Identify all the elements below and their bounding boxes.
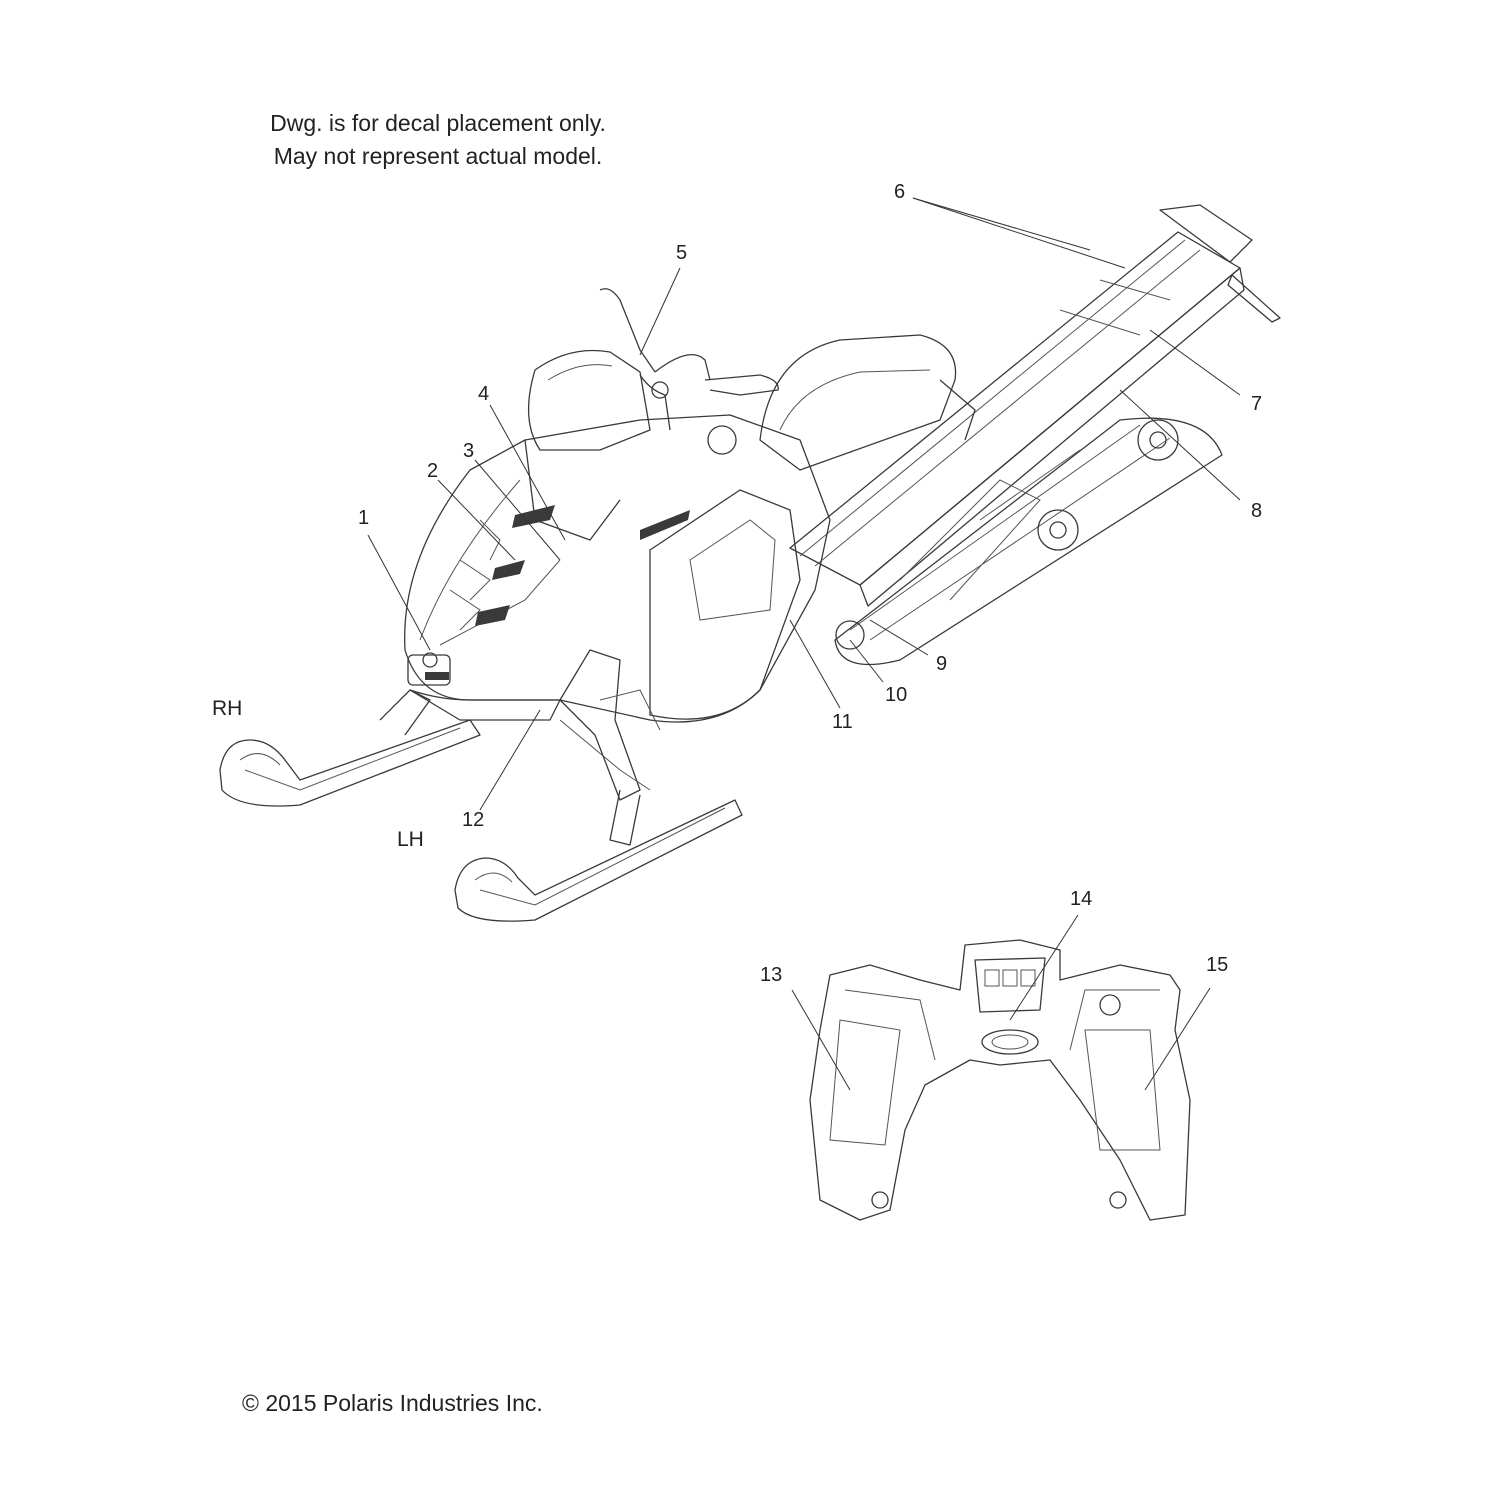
lh-ski: [454, 799, 743, 922]
handlebars: [599, 288, 779, 431]
callout-8: 8: [1251, 500, 1263, 522]
lh-label: LH: [397, 828, 424, 851]
front-suspension: [559, 649, 661, 846]
callout-12: 12: [462, 809, 485, 831]
track: [834, 417, 1223, 666]
callout-15: 15: [1206, 954, 1229, 976]
callout-14: 14: [1070, 888, 1093, 910]
drawing-note-line-1: Dwg. is for decal placement only.: [270, 110, 606, 136]
callout-13: 13: [760, 964, 783, 986]
tunnel: [789, 204, 1281, 607]
callout-6: 6: [894, 181, 906, 203]
callout-3: 3: [463, 440, 475, 462]
callout-10: 10: [885, 684, 908, 706]
rear-panel-detail: [809, 939, 1191, 1221]
callout-9: 9: [936, 653, 948, 675]
rh-label: RH: [212, 697, 243, 720]
callout-11: 11: [832, 711, 853, 733]
rh-ski: [219, 689, 481, 807]
windshield: [527, 349, 651, 451]
callout-5: 5: [676, 242, 688, 264]
drawing-note-line-2: May not represent actual model.: [273, 143, 603, 169]
callout-4: 4: [478, 383, 490, 405]
seat: [707, 334, 976, 471]
hood-body: [404, 414, 831, 723]
callout-1: 1: [358, 507, 370, 529]
leader-lines: [367, 197, 1241, 1091]
callout-7: 7: [1251, 393, 1263, 415]
copyright: © 2015 Polaris Industries Inc.: [242, 1390, 543, 1416]
callout-2: 2: [427, 460, 439, 482]
